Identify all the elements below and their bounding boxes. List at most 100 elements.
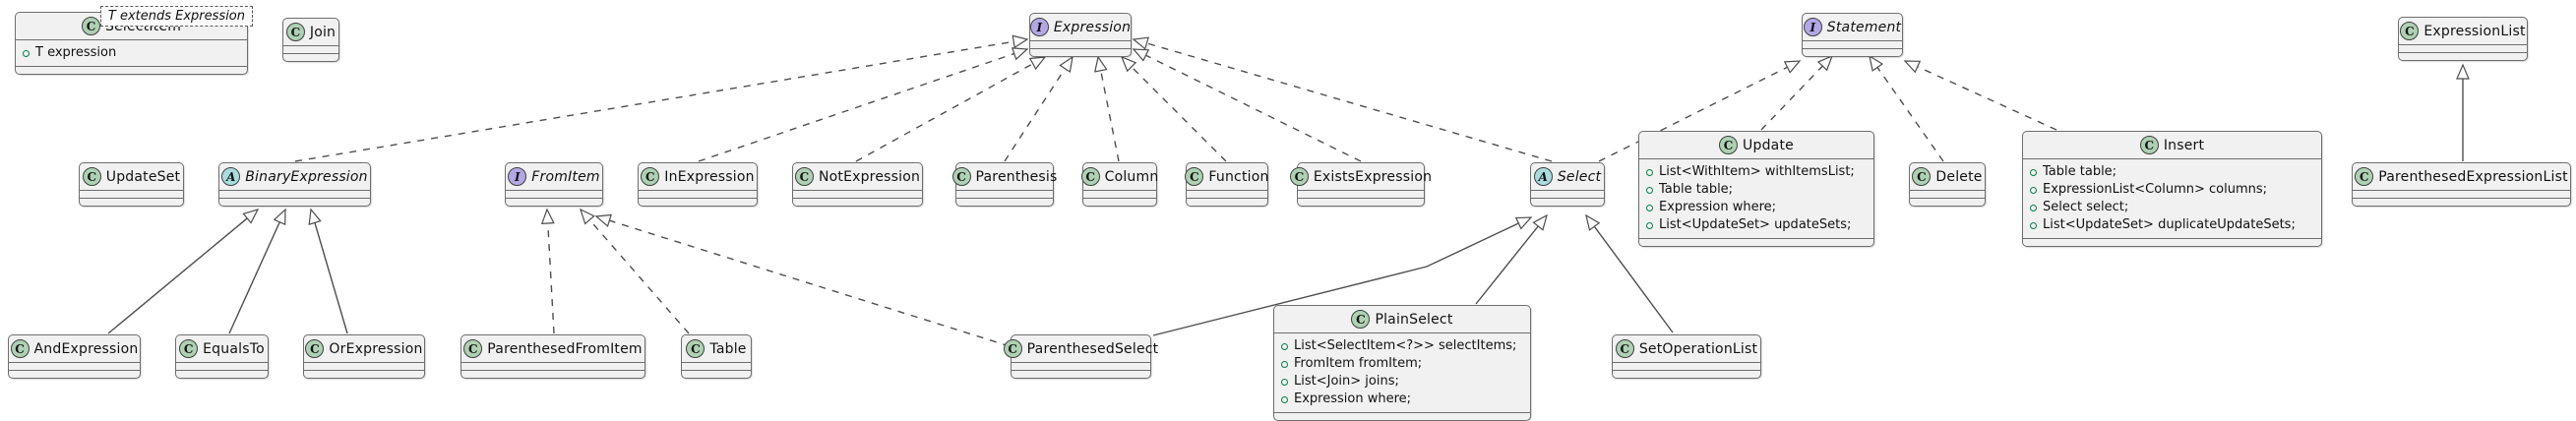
field: T expression xyxy=(23,44,240,62)
edge-Function-to-Expression xyxy=(1120,55,1227,162)
methods-compartment xyxy=(16,66,247,74)
fields-compartment: List<SelectItem<?>> selectItems;FromItem… xyxy=(1274,332,1530,412)
interface-icon: I xyxy=(1803,18,1822,36)
fields-compartment xyxy=(283,45,338,53)
edge-NotExpression-to-Expression xyxy=(855,56,1047,162)
class-icon: C xyxy=(1289,167,1309,186)
field-visibility-icon xyxy=(2030,186,2037,194)
field: List<UpdateSet> updateSets; xyxy=(1646,216,1867,234)
class-box-SelectItem: T extends ExpressionCSelectItemT express… xyxy=(15,6,253,75)
methods-compartment xyxy=(1531,198,1604,206)
class-name: SetOperationList xyxy=(1638,340,1758,357)
field: Expression where; xyxy=(1646,199,1867,216)
class-icon: C xyxy=(2355,167,2374,186)
fields-compartment: T expression xyxy=(16,39,247,66)
methods-compartment xyxy=(9,370,140,378)
class-name: ParenthesedSelect xyxy=(1026,340,1159,357)
methods-compartment xyxy=(1298,198,1424,206)
field-text: List<UpdateSet> duplicateUpdateSets; xyxy=(2043,217,2296,232)
field-text: Expression where; xyxy=(1659,200,1777,214)
edge-Select-to-Expression xyxy=(1132,36,1553,162)
fields-compartment xyxy=(956,190,1053,198)
methods-compartment xyxy=(682,370,751,378)
fields-compartment xyxy=(1803,40,1902,48)
class-name: Insert xyxy=(2163,137,2205,153)
edge-Delete-to-Statement xyxy=(1869,54,1944,162)
field: Table table; xyxy=(1646,181,1867,199)
field: List<UpdateSet> duplicateUpdateSets; xyxy=(2030,216,2314,234)
class-icon: C xyxy=(463,339,483,358)
class-name: Function xyxy=(1208,168,1269,185)
methods-compartment xyxy=(283,53,338,61)
class-icon: C xyxy=(82,167,101,186)
field: List<WithItem> withItemsList; xyxy=(1646,163,1867,181)
class-name: InExpression xyxy=(664,168,755,185)
edge-ParenthesedSelect-to-FromItem xyxy=(594,213,1011,347)
fields-compartment xyxy=(682,362,751,370)
class-name: Column xyxy=(1104,168,1159,185)
class-icon: C xyxy=(1351,310,1371,329)
field-visibility-icon xyxy=(2030,204,2037,211)
class-name: ParenthesedFromItem xyxy=(487,340,643,357)
field: List<SelectItem<?>> selectItems; xyxy=(1281,337,1523,355)
fields-compartment xyxy=(1030,40,1131,48)
class-name: FromItem xyxy=(531,168,600,185)
class-name: AndExpression xyxy=(33,340,139,357)
field-visibility-icon xyxy=(1646,168,1653,176)
generic-template-badge: T extends Expression xyxy=(99,6,253,27)
field: ExpressionList<Column> columns; xyxy=(2030,181,2314,199)
class-icon: C xyxy=(1003,339,1022,358)
field-visibility-icon xyxy=(1646,204,1653,211)
field-text: Expression where; xyxy=(1294,391,1412,406)
methods-compartment xyxy=(1012,370,1150,378)
class-icon: C xyxy=(285,23,305,41)
field-visibility-icon xyxy=(2030,168,2037,176)
class-name: Parenthesis xyxy=(975,168,1058,185)
fields-compartment: List<WithItem> withItemsList; Table table… xyxy=(1639,158,1873,238)
class-icon: C xyxy=(179,339,199,358)
abstract-icon: A xyxy=(1533,167,1553,186)
fields-compartment xyxy=(2353,190,2570,198)
methods-compartment xyxy=(1030,48,1131,56)
field-visibility-icon xyxy=(1281,395,1288,403)
edge-Table-to-FromItem xyxy=(579,208,690,334)
class-name: PlainSelect xyxy=(1375,311,1453,328)
field-text: List<SelectItem<?>> selectItems; xyxy=(1294,338,1517,353)
class-icon: C xyxy=(686,339,705,358)
class-name: Statement xyxy=(1826,19,1902,35)
methods-compartment xyxy=(956,198,1053,206)
class-icon: C xyxy=(1615,339,1634,358)
field-text: List<WithItem> withItemsList; xyxy=(1659,164,1855,179)
class-name: Delete xyxy=(1935,168,1983,185)
fields-compartment xyxy=(219,190,370,198)
class-icon: C xyxy=(951,167,971,186)
edge-PlainSelect-to-Select xyxy=(1475,213,1548,305)
edge-Select-to-Statement xyxy=(1598,60,1802,162)
class-name: Expression xyxy=(1053,19,1132,35)
methods-compartment xyxy=(2399,52,2527,60)
